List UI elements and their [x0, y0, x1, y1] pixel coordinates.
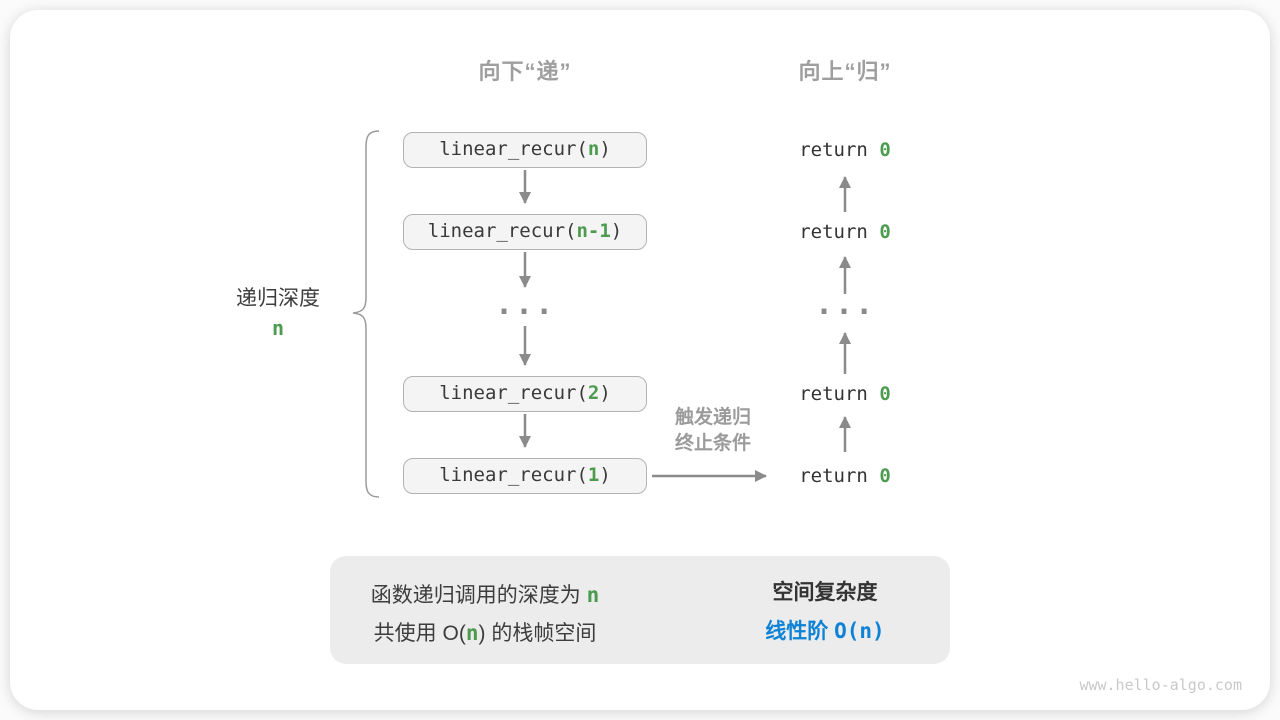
return-keyword: return: [799, 221, 880, 243]
summary-depth-line: 函数递归调用的深度为 n: [340, 579, 630, 609]
return-value: 0: [879, 221, 891, 243]
termination-condition-label: 触发递归 终止条件: [648, 405, 778, 457]
call-arg: 2: [587, 382, 600, 404]
return-keyword: return: [799, 465, 880, 487]
complexity-notation: O(n): [834, 619, 885, 643]
return-keyword: return: [799, 139, 880, 161]
return-statement: return 0: [770, 463, 920, 489]
return-value: 0: [879, 139, 891, 161]
complexity-order-label: 线性阶: [765, 620, 835, 643]
return-statement: return 0: [770, 381, 920, 407]
call-box-2: linear_recur(2): [403, 376, 647, 412]
watermark: www.hello-algo.com: [1079, 676, 1242, 694]
summary-panel: [330, 556, 950, 664]
call-text: ): [599, 382, 611, 404]
summary-text: 函数递归调用的深度为: [370, 584, 587, 607]
summary-text: 共使用 O(: [373, 622, 466, 645]
return-statement: return 0: [770, 137, 920, 163]
call-text: linear_recur(: [427, 220, 577, 242]
trigger-line-2: 终止条件: [674, 433, 751, 454]
call-box-n: linear_recur(n): [403, 132, 647, 168]
summary-text: ) 的栈帧空间: [478, 622, 597, 645]
call-arg: n: [587, 138, 600, 160]
trigger-line-1: 触发递归: [674, 407, 751, 428]
summary-n: n: [586, 583, 600, 607]
ellipsis-left: ...: [495, 287, 556, 322]
call-box-n-1: linear_recur(n-1): [403, 214, 647, 250]
call-box-1: linear_recur(1): [403, 458, 647, 494]
call-text: ): [610, 220, 623, 242]
return-keyword: return: [799, 383, 880, 405]
return-statement: return 0: [770, 219, 920, 245]
return-value: 0: [879, 383, 891, 405]
call-text: linear_recur(: [439, 138, 588, 160]
call-text: ): [599, 138, 611, 160]
space-complexity-title: 空间复杂度: [772, 581, 878, 604]
ellipsis-right: ...: [815, 287, 876, 322]
call-text: linear_recur(: [439, 382, 588, 404]
depth-brace: [352, 130, 380, 498]
recursion-depth-value: n: [271, 316, 285, 340]
return-value: 0: [879, 465, 891, 487]
summary-n: n: [465, 621, 479, 645]
call-text: ): [599, 464, 611, 486]
header-upward-return: 向上“归”: [798, 59, 892, 84]
header-downward-recursion: 向下“递”: [478, 59, 572, 84]
space-complexity-value: 线性阶 O(n): [740, 615, 910, 645]
summary-stack-frame-line: 共使用 O(n) 的栈帧空间: [340, 617, 630, 647]
call-text: linear_recur(: [439, 464, 588, 486]
recursion-depth-label: 递归深度: [236, 287, 320, 310]
call-arg: n-1: [576, 220, 611, 242]
call-arg: 1: [587, 464, 600, 486]
